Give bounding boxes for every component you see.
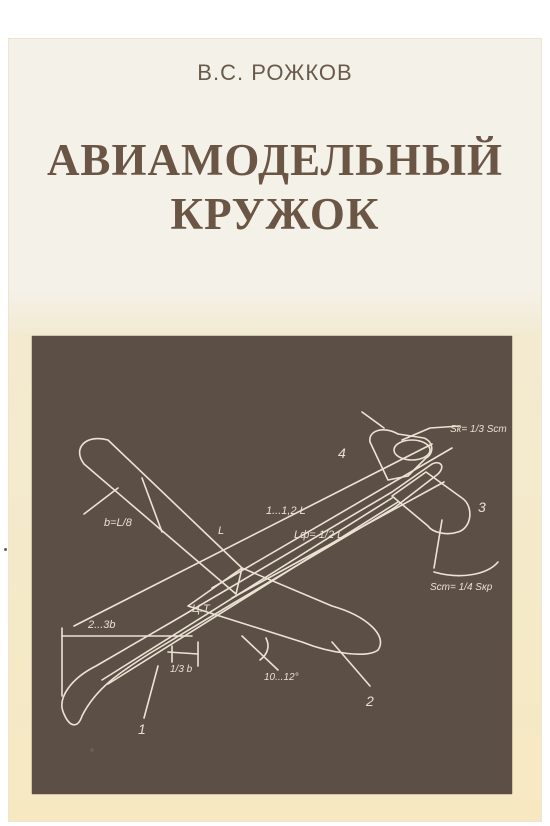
label-span: L — [218, 525, 224, 537]
label-wing-chord: b=L/8 — [104, 517, 133, 529]
print-speck — [90, 748, 94, 752]
title-line-1: АВИАМОДЕЛЬНЫЙ — [46, 135, 504, 185]
label-stab-area: Sст= 1/4 Sкр — [430, 582, 493, 593]
book-cover: В.С. РОЖКОВ АВИАМОДЕЛЬНЫЙ КРУЖОК — [8, 38, 542, 822]
label-cg: Ц.Т — [192, 603, 211, 615]
callout-4: 4 — [338, 445, 346, 461]
title-line-2: КРУЖОК — [170, 189, 380, 239]
dim-fuselage — [211, 447, 453, 589]
dim-span — [73, 443, 433, 627]
callout-3: 3 — [478, 499, 486, 515]
glider-drawing: 1 2 3 4 b=L/8 L 1...1,2 L Lф= 1/2 L Ц.Т … — [61, 411, 507, 737]
callout-2: 2 — [365, 693, 374, 709]
label-lf: Lф= 1/2 L — [294, 529, 343, 541]
label-cg-pos: 1/3 b — [170, 664, 193, 675]
drawing-plate: 1 2 3 4 b=L/8 L 1...1,2 L Lф= 1/2 L Ц.Т … — [32, 336, 512, 794]
label-nose: 2...3b — [87, 619, 116, 631]
fin-outline — [369, 429, 433, 481]
book-title: АВИАМОДЕЛЬНЫЙ КРУЖОК — [8, 133, 542, 241]
fuselage-outline — [61, 461, 443, 726]
wing-outline — [78, 437, 243, 595]
print-speck — [4, 548, 7, 551]
label-fuselage: 1...1,2 L — [266, 505, 306, 517]
callout-1: 1 — [138, 721, 146, 737]
label-fin-area: Sк= 1/3 Sст — [450, 424, 507, 435]
author-name: В.С. РОЖКОВ — [197, 60, 353, 85]
label-angle: 10...12° — [264, 672, 299, 683]
wing-right-outline — [187, 567, 382, 655]
stabilizer-outline — [391, 471, 471, 535]
